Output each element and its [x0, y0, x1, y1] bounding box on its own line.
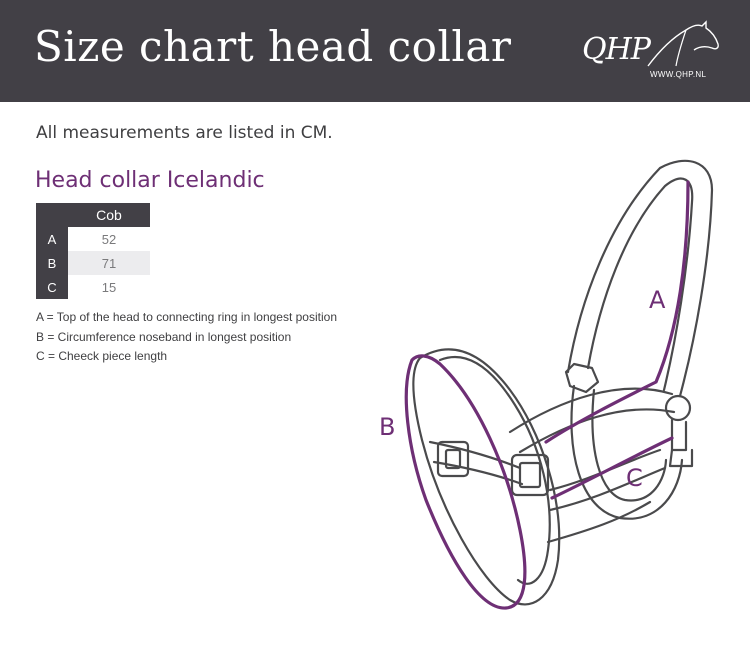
- logo-wordmark: QHP: [582, 32, 651, 67]
- legend-item-b: B = Circumference noseband in longest po…: [36, 329, 292, 344]
- measurement-line-c: [550, 436, 674, 500]
- legend-item-c: C = Cheeck piece length: [36, 349, 168, 363]
- measurement-note: All measurements are listed in CM.: [36, 123, 333, 143]
- page-title: Size chart head collar: [34, 22, 512, 71]
- measurement-line-a: [544, 180, 690, 444]
- table-cell-c-cob: 15: [101, 279, 117, 295]
- row-label-a: A: [36, 227, 68, 251]
- measurement-lines: [404, 180, 690, 610]
- legend-item-a: A = Top of the head to connecting ring i…: [36, 310, 337, 324]
- table-cell-b-cob: 71: [68, 251, 150, 275]
- row-label-c: C: [36, 275, 68, 299]
- brand-logo: QHP WWW.QHP.NL: [582, 20, 722, 84]
- table-header-row: Cob: [36, 203, 150, 227]
- head-collar-diagram: A B C: [379, 159, 714, 610]
- size-table: Cob A 52 B 71 C 15: [36, 203, 150, 299]
- diagram-label-a: A: [649, 286, 666, 314]
- product-title: Head collar Icelandic: [35, 168, 265, 193]
- table-corner-cell: [36, 203, 68, 227]
- table-row: A 52: [36, 227, 150, 251]
- head-collar-outline: [412, 159, 714, 606]
- column-header-cob: Cob: [68, 203, 150, 227]
- measurement-legend: A = Top of the head to connecting ring i…: [36, 308, 337, 367]
- table-row: B 71: [36, 251, 150, 275]
- measurement-line-b: [404, 354, 527, 610]
- table-row: C 15: [36, 275, 150, 299]
- header-banner: Size chart head collar QHP WWW.QHP.NL: [0, 0, 750, 102]
- row-label-b: B: [36, 251, 68, 275]
- diagram-label-c: C: [626, 464, 643, 492]
- table-cell-a-cob: 52: [101, 231, 117, 247]
- diagram-label-b: B: [379, 413, 395, 441]
- logo-website: WWW.QHP.NL: [650, 70, 707, 79]
- horse-head-icon: [647, 20, 719, 67]
